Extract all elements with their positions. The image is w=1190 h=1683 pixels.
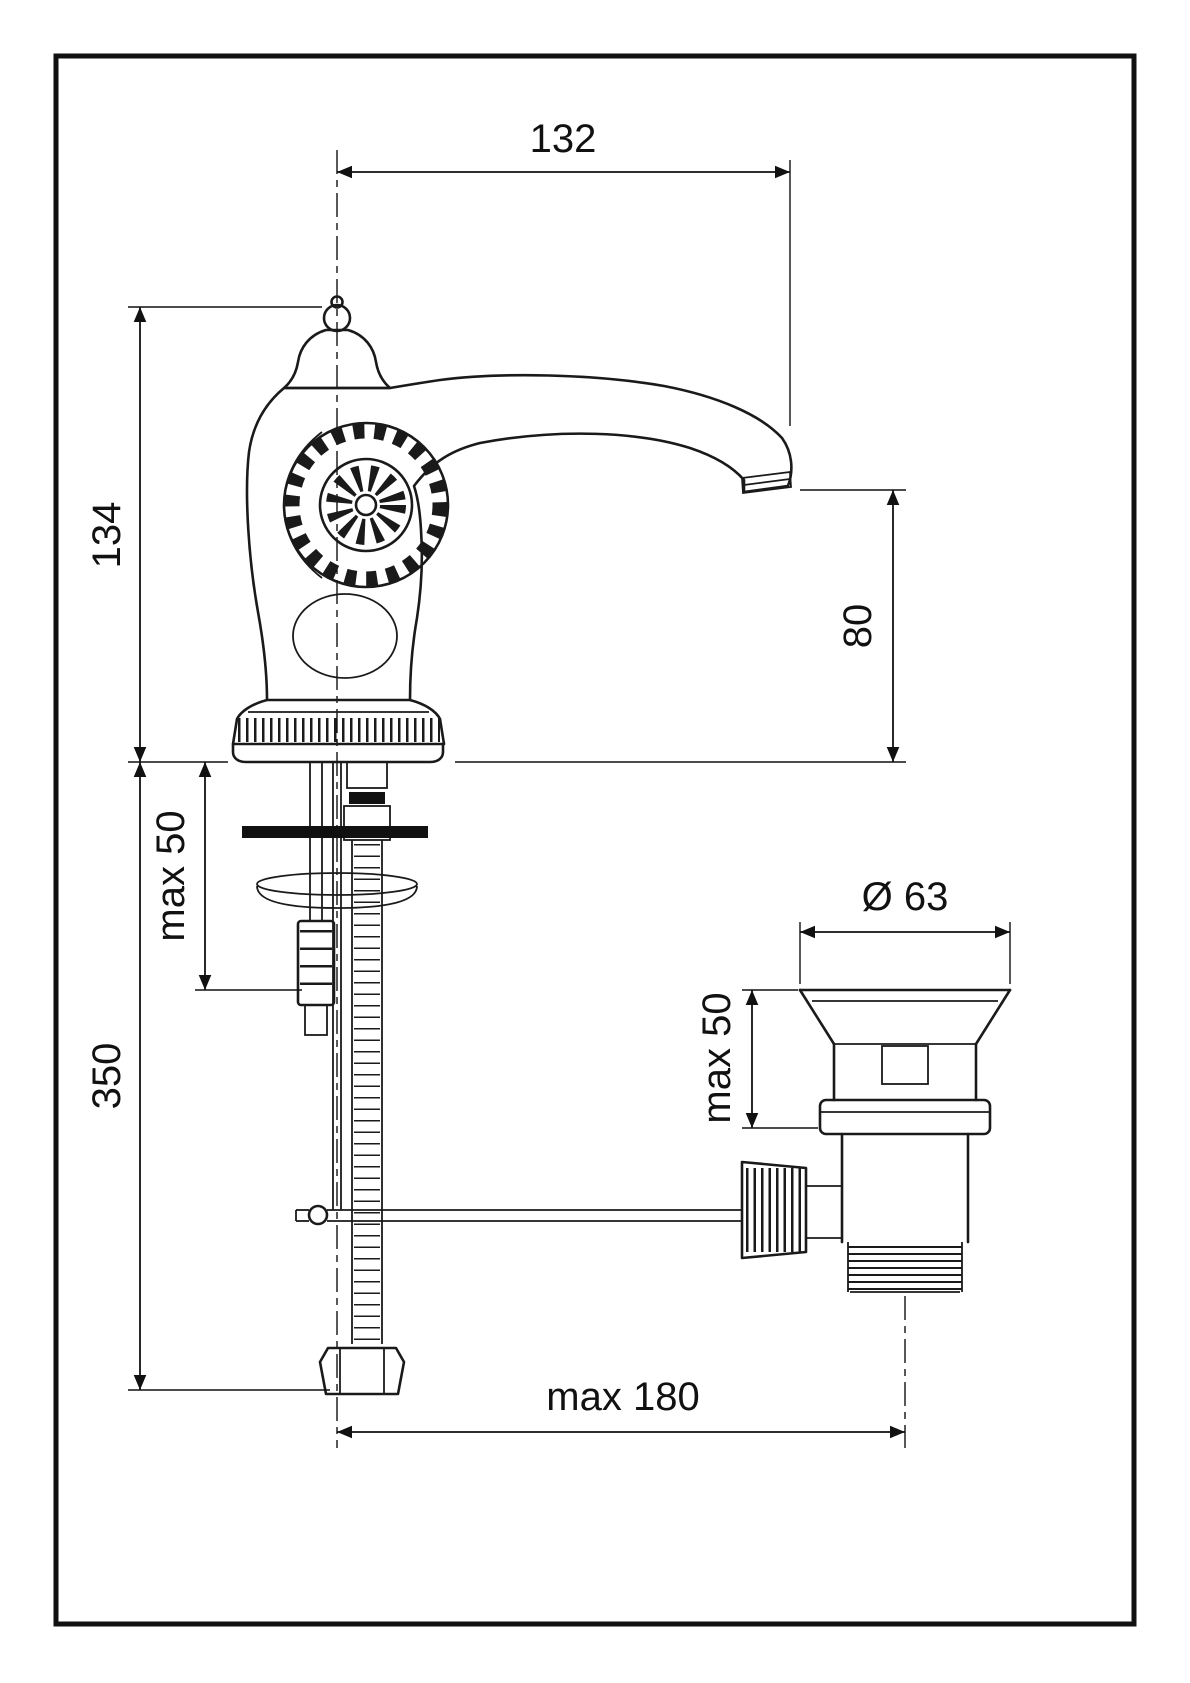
faucet-body-outline [245, 373, 793, 702]
base-plinth [231, 742, 445, 764]
drain-flange-left [798, 988, 836, 1046]
knob-outer [282, 421, 450, 589]
gasket [242, 826, 428, 838]
washer-top [256, 872, 418, 896]
finial-tip [330, 295, 344, 309]
dimension-80: 80 [455, 489, 906, 763]
dim-label-drain-diameter: Ø 63 [862, 875, 949, 919]
dim-label-spout-reach: 132 [530, 117, 597, 161]
knob-scallops [284, 423, 448, 587]
hose-band [349, 792, 385, 804]
dimension-350: 350 [85, 762, 330, 1391]
washer-bottom [256, 885, 418, 909]
rod-ball-joint [307, 1204, 329, 1226]
stud-tab [304, 1004, 328, 1036]
rod-coupling [740, 1160, 808, 1260]
dim-label-hose-length: 350 [85, 1043, 129, 1110]
drain-locknut [818, 1098, 992, 1136]
hose-fitting [346, 761, 388, 789]
drawing-border [53, 53, 1137, 1627]
dimension-max50-deck: max 50 [149, 762, 302, 991]
dim-label-deck-max: max 50 [149, 810, 193, 941]
dim-label-body-height: 134 [85, 502, 129, 569]
knob-center [354, 493, 378, 517]
drain-plug-stem [881, 1045, 929, 1085]
drain-assembly [740, 988, 1012, 1293]
dim-label-drain-offset: max 180 [546, 1375, 699, 1419]
dimension-132: 132 [337, 117, 791, 426]
torso-oval [292, 593, 398, 679]
dimension-diameter-63: Ø 63 [799, 875, 1011, 984]
drain-flange-right [974, 988, 1012, 1046]
mounting-nut [296, 919, 336, 1007]
under-deck-assembly [242, 761, 742, 1396]
dimension-134: 134 [85, 306, 322, 763]
aerator-line [743, 478, 791, 486]
dimension-max50-drain: max 50 [695, 989, 818, 1129]
knob-inner-ring [318, 457, 414, 553]
dim-label-outlet-height: 80 [836, 604, 880, 649]
hose-collar [343, 805, 391, 841]
dim-label-drain-deck-max: max 50 [695, 992, 739, 1123]
hose-nut [318, 1346, 406, 1396]
base-left [231, 698, 269, 746]
faucet-drawing [231, 295, 793, 764]
knob-petals [326, 465, 406, 545]
aerator [741, 470, 792, 495]
dimension-max180: max 180 [337, 1375, 905, 1439]
